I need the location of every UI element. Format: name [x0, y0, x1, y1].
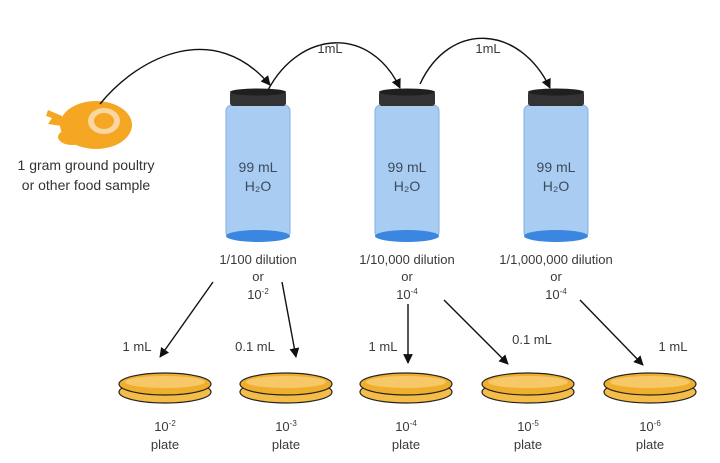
jar-volume-label: 99 mL [388, 159, 427, 175]
transfer-volume-label: 1mL [475, 41, 500, 56]
plate-dilution-label: 10-2 [154, 419, 176, 434]
dilution-jar: 99 mL H₂O [225, 88, 291, 242]
plate-word-label: plate [392, 437, 420, 452]
transfer-arrow-2 [419, 37, 551, 89]
plating-arrow [443, 299, 509, 365]
plate-word-label: plate [272, 437, 300, 452]
petri-dish [118, 372, 212, 404]
dilution-power: 10-4 [545, 287, 567, 302]
dilution-power: 10-4 [396, 287, 418, 302]
petri-dish [359, 372, 453, 404]
jar-volume-label: 99 mL [239, 159, 278, 175]
dilution-jar: 99 mL H₂O [374, 88, 440, 242]
transfer-arrow-sample [99, 48, 271, 105]
plate-dilution-label: 10-4 [395, 419, 417, 434]
dilution-or: or [401, 269, 413, 284]
plate-dilution-label: 10-6 [639, 419, 661, 434]
plating-volume-label: 0.1 mL [235, 339, 275, 354]
jar-volume-label: 99 mL [537, 159, 576, 175]
plate-word-label: plate [636, 437, 664, 452]
plating-volume-label: 1 mL [659, 339, 688, 354]
dilution-or: or [252, 269, 264, 284]
plating-arrow [281, 281, 300, 358]
petri-dish [603, 372, 697, 404]
jar-water-label: H₂O [543, 178, 570, 194]
transfer-volume-label: 1mL [317, 41, 342, 56]
plating-volume-label: 1 mL [369, 339, 398, 354]
dilution-label: 1/100 dilution [219, 252, 296, 267]
dilution-label: 1/10,000 dilution [359, 252, 454, 267]
plate-word-label: plate [151, 437, 179, 452]
plate-word-label: plate [514, 437, 542, 452]
transfer-arrow-1 [267, 42, 401, 91]
jar-water-label: H₂O [394, 178, 421, 194]
plate-dilution-label: 10-3 [275, 419, 297, 434]
plating-volume-label: 1 mL [123, 339, 152, 354]
plate-dilution-label: 10-5 [517, 419, 539, 434]
dilution-label: 1/1,000,000 dilution [499, 252, 612, 267]
petri-dish [481, 372, 575, 404]
jar-water-label: H₂O [245, 178, 272, 194]
source-label-line1: 1 gram ground poultry [18, 157, 155, 173]
petri-dish [239, 372, 333, 404]
plating-volume-label: 0.1 mL [512, 332, 552, 347]
dilution-jar: 99 mL H₂O [523, 88, 589, 242]
dilution-or: or [550, 269, 562, 284]
plating-arrow [579, 299, 644, 366]
source-label-line2: or other food sample [22, 177, 151, 193]
dilution-power: 10-2 [247, 287, 269, 302]
roast-chicken-icon [46, 101, 132, 149]
plating-arrow [159, 281, 214, 358]
